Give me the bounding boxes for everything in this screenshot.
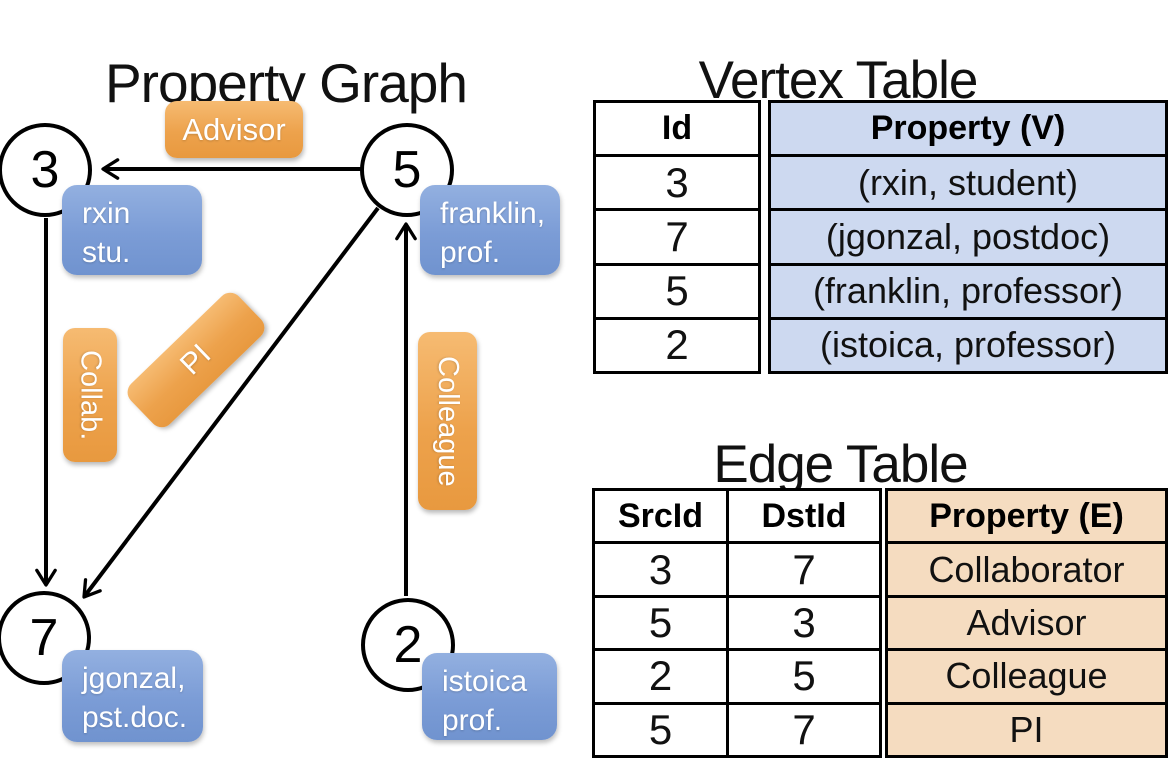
edge-label-text: Colleague — [432, 355, 464, 487]
vertex-property-line: franklin, — [440, 197, 546, 230]
vertex-table-id-cell: 2 — [596, 316, 758, 371]
vertex-table-property-column: Property (V) (rxin, student) (jgonzal, p… — [768, 100, 1168, 374]
edge-table-header-dstid: DstId — [726, 491, 879, 542]
edge-table-header-property: Property (E) — [929, 496, 1124, 535]
edge-label-text: Advisor — [182, 111, 286, 147]
edge-table-property-cell: Collaborator — [888, 541, 1165, 594]
node-id-label: 5 — [392, 141, 422, 199]
edge-label-text: PI — [173, 337, 218, 382]
edge-table-property-cell: Advisor — [888, 594, 1165, 648]
vertex-property-line: jgonzal, — [82, 662, 186, 695]
vertex-table-id-column: Id 3 7 5 2 — [593, 100, 761, 374]
vertex-table-property-cell: (franklin, professor) — [771, 262, 1165, 317]
edge-table-dstid-cell: 7 — [726, 704, 879, 756]
vertex-table-id-cell: 3 — [596, 154, 758, 208]
edge-table-id-columns: SrcId DstId 3 7 5 3 2 5 5 7 — [592, 488, 882, 758]
edge-table-srcid-cell: 2 — [648, 652, 673, 700]
vertex-table-property-cell: (jgonzal, postdoc) — [771, 208, 1165, 262]
edge-table-id-row: 5 7 — [595, 701, 879, 756]
edge-table-srcid-cell: 5 — [648, 599, 673, 647]
edge-table-property-cell: Colleague — [888, 648, 1165, 701]
edge-table-dstid-cell: 7 — [726, 544, 879, 595]
edge-table-property-column: Property (E) Collaborator Advisor Collea… — [885, 488, 1168, 758]
vertex-property-line: stu. — [82, 236, 131, 269]
edge-table-id-header-row: SrcId DstId — [595, 491, 879, 542]
edge-table-dstid-cell: 3 — [726, 597, 879, 649]
edge-table-id-row: 3 7 — [595, 541, 879, 595]
edge-table-property-cell: PI — [888, 701, 1165, 755]
node-id-label: 7 — [29, 609, 59, 667]
vertex-table-property-cell: (rxin, student) — [771, 154, 1165, 208]
vertex-property-line: prof. — [440, 236, 501, 269]
vertex-table-id-cell: 7 — [596, 208, 758, 262]
vertex-property-line: rxin — [82, 197, 131, 230]
vertex-table-id-cell: 5 — [596, 262, 758, 317]
vertex-table-header-id: Id — [661, 109, 693, 148]
edge-table-dstid-cell: 5 — [726, 651, 879, 702]
vertex-property-line: prof. — [442, 704, 503, 737]
edge-label-text: Collab. — [74, 349, 107, 441]
edge-table-title: Edge Table — [713, 434, 968, 494]
vertex-property-box-5: franklin, prof. — [420, 185, 560, 275]
edge-label-collab: Collab. — [63, 328, 117, 462]
edge-table-id-row: 5 3 — [595, 594, 879, 649]
vertex-property-box-3: rxin stu. — [62, 185, 202, 275]
edge-label-colleague: Colleague — [418, 332, 477, 510]
edge-table-id-row: 2 5 — [595, 648, 879, 702]
vertex-table-header-property: Property (V) — [870, 109, 1066, 148]
node-id-label: 3 — [30, 141, 60, 199]
edge-table-srcid-cell: 5 — [648, 705, 673, 753]
graph-edges — [35, 158, 417, 599]
vertex-property-line: pst.doc. — [82, 701, 188, 734]
vertex-property-line: istoica — [442, 665, 528, 698]
node-id-label: 2 — [393, 616, 423, 674]
edge-label-advisor: Advisor — [165, 101, 303, 158]
edge-line-5-to-7-pi — [82, 206, 380, 599]
vertex-property-box-2: istoica prof. — [422, 653, 557, 740]
vertex-property-box-7: jgonzal, pst.doc. — [62, 650, 203, 742]
edge-table-srcid-cell: 3 — [648, 545, 673, 593]
edge-table-header-srcid: SrcId — [617, 496, 704, 535]
vertex-table-title: Vertex Table — [698, 50, 979, 110]
vertex-table-property-cell: (istoica, professor) — [771, 316, 1165, 371]
